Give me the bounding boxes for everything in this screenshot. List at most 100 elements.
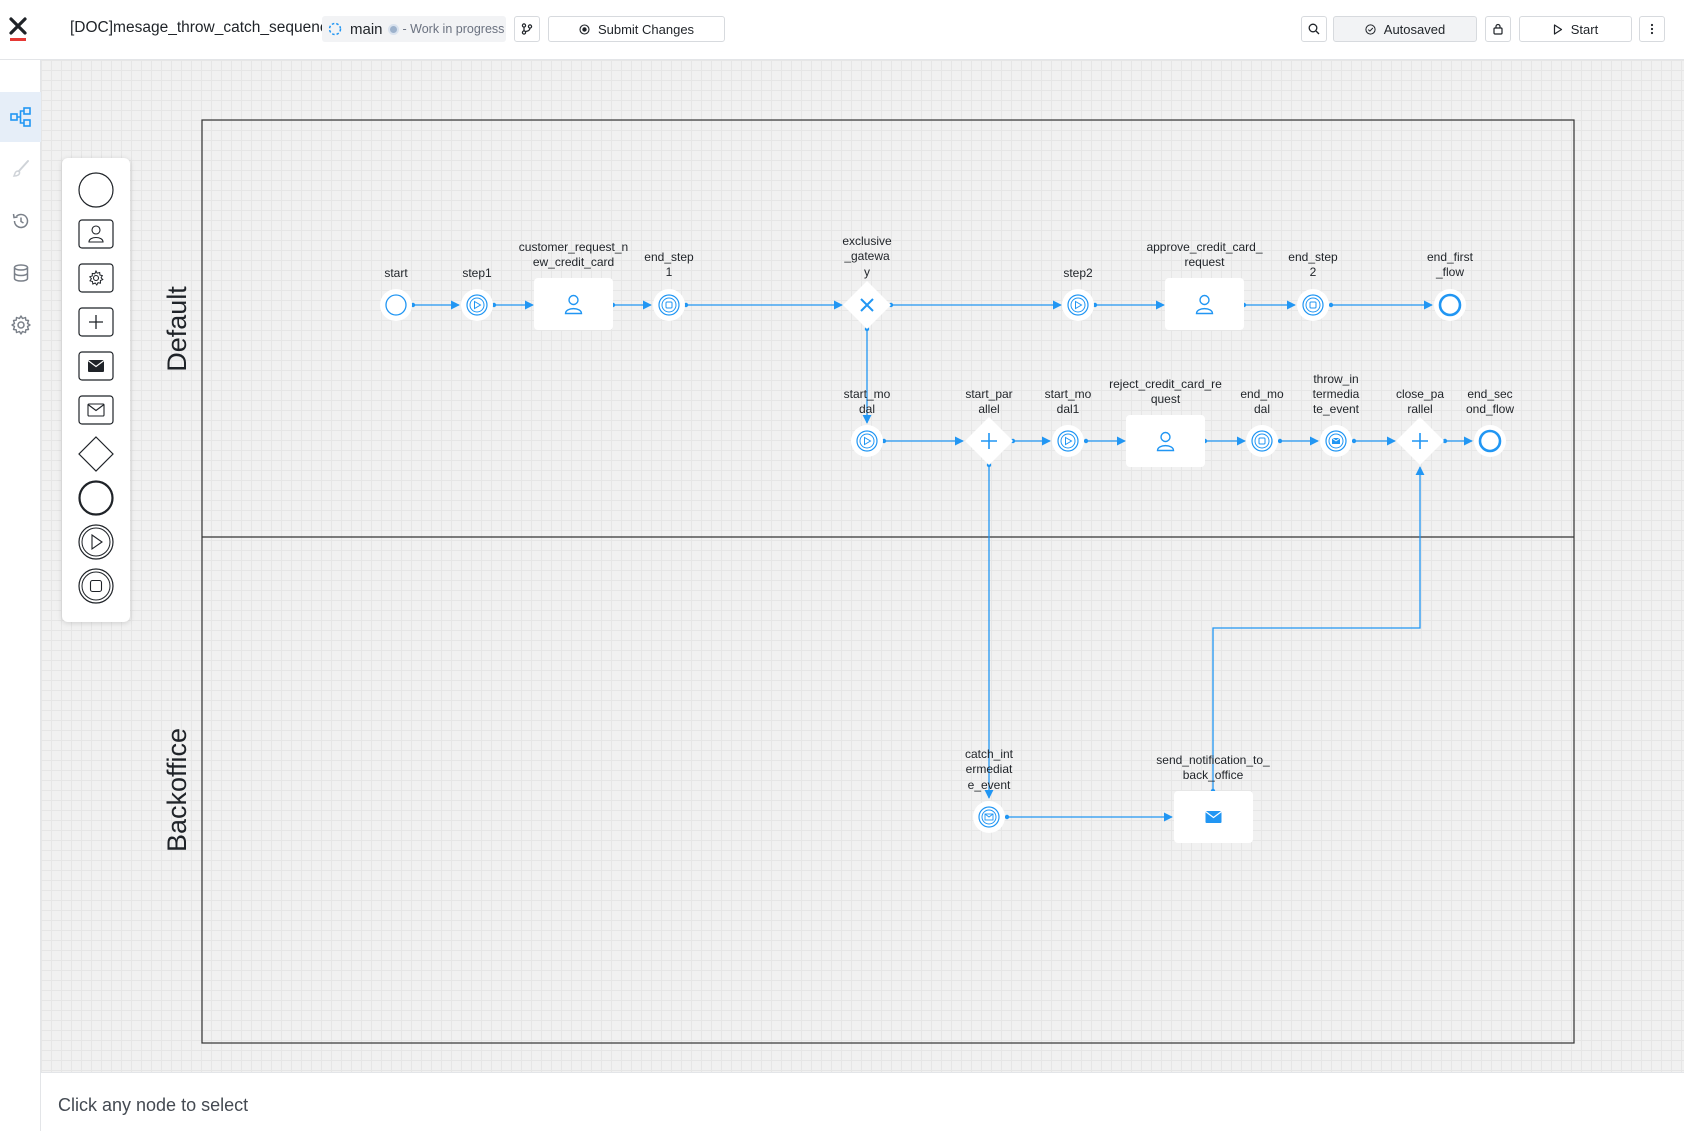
end-milestone-icon [78, 568, 114, 604]
node-end-step2-label-line2: 2 [1310, 265, 1317, 279]
node-start-label: start [384, 266, 408, 280]
flow-send-notification-close-parallel[interactable] [1212, 466, 1425, 791]
palette-send-message-task[interactable] [74, 346, 118, 386]
parallel-plus-icon [981, 433, 997, 449]
node-catch-intermediate[interactable]: catch_int ermediat e_event [965, 747, 1014, 833]
node-end-first-flow[interactable]: end_first _flow [1427, 250, 1474, 321]
palette-user-task[interactable] [74, 214, 118, 254]
node-exclusive-gateway[interactable]: exclusive _gatewa y [842, 234, 892, 329]
subprocess-icon [78, 307, 114, 337]
node-end-step1-label-line1: end_step [644, 250, 694, 264]
palette-receive-message-task[interactable] [74, 390, 118, 430]
sidebar-item-history[interactable] [0, 196, 41, 246]
sidebar-item-data[interactable] [0, 248, 41, 298]
node-reject[interactable]: reject_credit_card_re quest [1109, 377, 1222, 467]
lock-button[interactable] [1485, 16, 1511, 42]
milestone-stop-icon [1309, 301, 1317, 309]
node-start[interactable]: start [380, 266, 412, 321]
more-options-button[interactable] [1639, 16, 1665, 42]
send-message-icon [1205, 811, 1222, 823]
node-palette [62, 158, 130, 622]
node-end-step2-label-line1: end_step [1288, 250, 1338, 264]
git-branch-icon [521, 23, 533, 35]
diagram-canvas[interactable] [41, 60, 1684, 1072]
node-end-modal[interactable]: end_mo dal [1240, 387, 1284, 457]
start-event-icon [78, 172, 114, 208]
node-end-step1[interactable]: end_step 1 [644, 250, 694, 321]
node-end-step2[interactable]: end_step 2 [1288, 250, 1338, 321]
node-step2-label: step2 [1063, 266, 1093, 280]
branch-status-icon [328, 22, 342, 36]
palette-gateway[interactable] [74, 434, 118, 474]
sidebar-item-theme[interactable] [0, 144, 41, 194]
node-reject-label-line1: reject_credit_card_re [1109, 377, 1222, 391]
node-close-parallel-label-line2: rallel [1407, 402, 1432, 416]
app-logo[interactable] [8, 16, 30, 42]
database-icon [13, 264, 28, 282]
lane-backoffice-label[interactable]: Backoffice [162, 728, 192, 852]
node-throw-intermediate[interactable]: throw_in termedia te_event [1313, 372, 1360, 457]
receive-message-task-icon [78, 395, 114, 425]
more-vertical-icon [1650, 23, 1654, 35]
node-start-modal1[interactable]: start_mo dal1 [1045, 387, 1092, 457]
node-send-notification[interactable]: send_notification_to_ back_office [1156, 753, 1270, 843]
palette-start-event[interactable] [74, 170, 118, 210]
node-catch-intermediate-label-line1: catch_int [965, 747, 1014, 761]
node-step1[interactable]: step1 [461, 266, 493, 321]
milestone-stop-icon [665, 301, 673, 309]
sidebar-item-process[interactable] [0, 92, 41, 142]
search-icon [1308, 23, 1320, 35]
node-start-modal[interactable]: start_mo dal [844, 387, 891, 457]
node-start-parallel-label-line2: allel [978, 402, 999, 416]
bottom-status-bar: Click any node to select [41, 1072, 1684, 1131]
submit-changes-button[interactable]: Submit Changes [548, 16, 725, 42]
start-milestone-icon [78, 524, 114, 560]
node-start-modal1-label-line2: dal1 [1057, 402, 1080, 416]
milestone-stop-icon [1258, 437, 1266, 445]
node-start-parallel[interactable]: start_par allel [965, 387, 1013, 465]
node-end-second-flow-label-line2: ond_flow [1466, 402, 1514, 416]
node-catch-intermediate-label-line2: ermediat [966, 762, 1013, 776]
sidebar-item-settings[interactable] [0, 300, 41, 350]
brush-icon [12, 160, 29, 177]
node-step1-label: step1 [462, 266, 492, 280]
node-start-modal1-label-line1: start_mo [1045, 387, 1092, 401]
work-in-progress-dot-icon [387, 23, 399, 35]
palette-end-milestone[interactable] [74, 566, 118, 606]
node-throw-intermediate-label-line3: te_event [1313, 402, 1360, 416]
gateway-icon [78, 436, 114, 472]
node-start-modal-label-line1: start_mo [844, 387, 891, 401]
node-end-first-flow-label-line1: end_first [1427, 250, 1474, 264]
user-task-icon [1156, 431, 1175, 452]
node-send-notification-label-line2: back_office [1183, 768, 1244, 782]
process-diagram-icon [9, 107, 31, 127]
node-approve[interactable]: approve_credit_card_ request [1146, 240, 1263, 330]
search-button[interactable] [1301, 16, 1327, 42]
radio-dot-icon [579, 23, 590, 35]
palette-end-event[interactable] [74, 478, 118, 518]
selection-hint: Click any node to select [58, 1095, 249, 1115]
palette-subprocess[interactable] [74, 302, 118, 342]
node-close-parallel[interactable]: close_pa rallel [1396, 387, 1444, 465]
play-icon [1553, 23, 1562, 35]
start-button[interactable]: Start [1519, 16, 1632, 42]
envelope-outline-icon [984, 813, 994, 821]
milestone-play-icon [1065, 436, 1073, 446]
palette-service-task[interactable] [74, 258, 118, 298]
branch-selector[interactable]: main - Work in progress [322, 16, 506, 42]
node-step2[interactable]: step2 [1062, 266, 1094, 321]
node-end-first-flow-label-line2: _flow [1435, 265, 1464, 279]
node-customer-request-label-line2: ew_credit_card [533, 255, 614, 269]
document-title: [DOC]mesage_throw_catch_sequence [70, 19, 337, 36]
node-exclusive-gateway-label-line1: exclusive [842, 234, 892, 248]
palette-start-milestone[interactable] [74, 522, 118, 562]
autosaved-label: Autosaved [1383, 21, 1446, 37]
node-end-second-flow-label-line1: end_sec [1467, 387, 1512, 401]
lane-default-label[interactable]: Default [162, 286, 192, 372]
node-end-second-flow[interactable]: end_sec ond_flow [1466, 387, 1514, 457]
node-reject-label-line2: quest [1151, 392, 1181, 406]
node-customer-request[interactable]: customer_request_n ew_credit_card [519, 240, 628, 330]
branch-button[interactable] [514, 16, 540, 42]
pool[interactable] [201, 119, 1575, 1044]
